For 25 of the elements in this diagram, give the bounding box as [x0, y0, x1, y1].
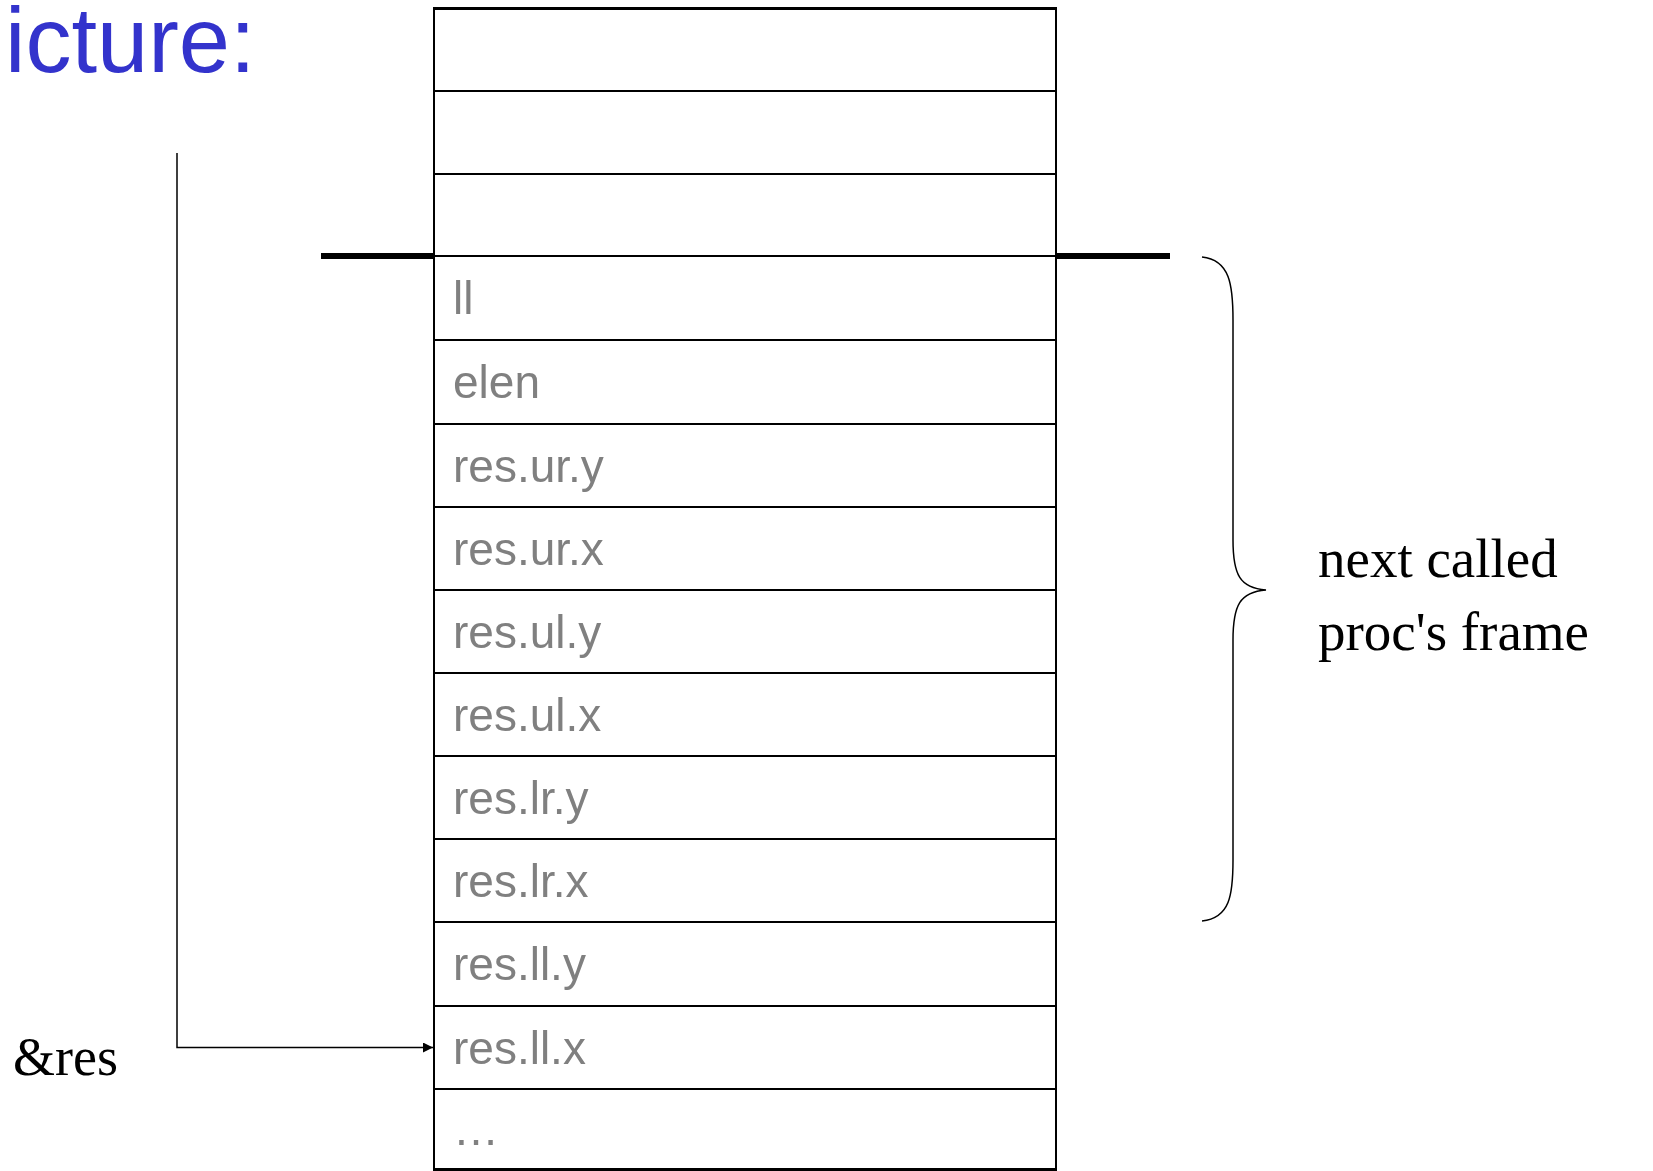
cell-text: res.ll.x [453, 1024, 586, 1071]
cell-text: elen [453, 359, 540, 405]
stack-cell [433, 922, 1057, 1006]
stack-cell [433, 507, 1057, 590]
stack-cell [433, 839, 1057, 922]
stack-cell [433, 590, 1057, 673]
empty-stack-cell [433, 174, 1057, 256]
stack-cell [433, 256, 1057, 340]
empty-stack-cell [433, 91, 1057, 174]
stack-cell [433, 1006, 1057, 1089]
stack-cell [433, 756, 1057, 839]
stack-cell [433, 1089, 1057, 1171]
cell-text: res.ul.x [453, 691, 602, 738]
stack-cell [433, 340, 1057, 424]
cell-text: res.lr.x [453, 857, 589, 904]
cell-text: ll [453, 275, 474, 321]
arrow [176, 152, 434, 1053]
cell-text: … [453, 1106, 499, 1152]
slide-title: icture: [5, 0, 256, 89]
stack-cell [433, 673, 1057, 756]
empty-stack-cell [433, 7, 1057, 91]
stack-cell [433, 424, 1057, 507]
frame-caption: next called proc's frame [1318, 527, 1591, 664]
address-label: &res [13, 1026, 118, 1089]
cell-text: res.ur.x [453, 525, 604, 572]
